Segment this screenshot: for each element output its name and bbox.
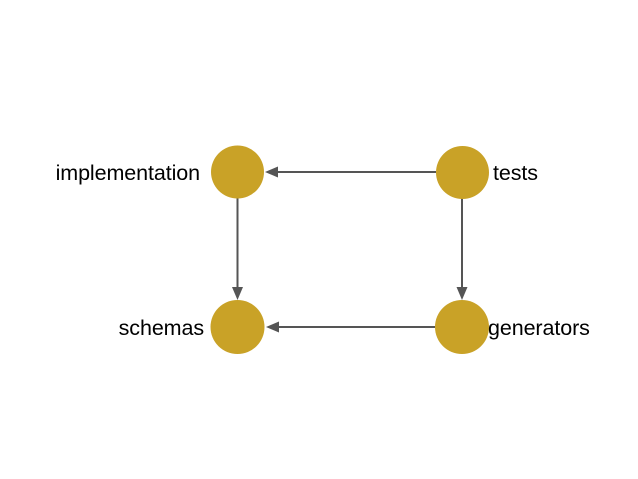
node-tests[interactable] (436, 146, 489, 199)
edge-tests-to-generators[interactable] (456, 198, 468, 300)
edge-tests-to-implementation[interactable] (265, 166, 436, 178)
label-group: implementation tests schemas generators (56, 161, 590, 340)
arrow-head-implementation-to-schemas (232, 287, 243, 300)
edge-group (232, 166, 468, 333)
node-label-tests: tests (493, 161, 538, 185)
node-generators[interactable] (435, 300, 489, 354)
node-schemas[interactable] (210, 300, 265, 354)
node-label-schemas: schemas (119, 316, 204, 340)
node-implementation[interactable] (211, 145, 264, 199)
node-group (210, 145, 489, 354)
arrow-head-tests-to-implementation (265, 166, 278, 178)
arrow-head-generators-to-schemas (266, 321, 279, 333)
node-label-implementation: implementation (56, 161, 200, 185)
node-label-generators: generators (488, 316, 590, 340)
edge-generators-to-schemas[interactable] (266, 321, 435, 333)
edge-implementation-to-schemas[interactable] (232, 197, 243, 300)
arrow-head-tests-to-generators (456, 287, 468, 300)
